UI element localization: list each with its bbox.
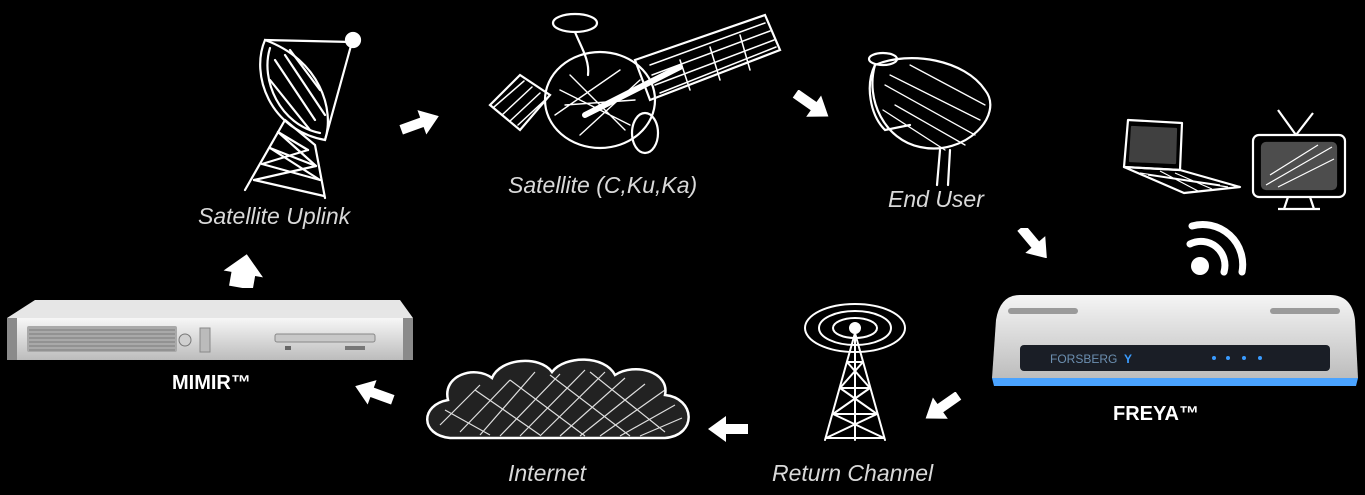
end-user-label: End User xyxy=(888,186,984,212)
satellite-label: Satellite (C,Ku,Ka) xyxy=(508,172,698,198)
arrow-mimir-to-uplink xyxy=(223,254,264,288)
svg-text:FORSBERG: FORSBERG xyxy=(1050,352,1117,366)
uplink-label: Satellite Uplink xyxy=(198,203,351,229)
tower-icon xyxy=(804,303,906,441)
arrow-return-channel-to-internet xyxy=(708,416,748,442)
satellite-icon xyxy=(488,12,782,155)
arrow-internet-to-mimir xyxy=(355,380,395,405)
arrow-end-user-to-freya xyxy=(1017,228,1047,258)
mimir-server-icon xyxy=(7,300,413,360)
freya-device-icon: FORSBERG Y xyxy=(992,295,1358,386)
internet-label: Internet xyxy=(508,460,586,486)
svg-text:Y: Y xyxy=(1124,352,1132,366)
laptop-icon xyxy=(1122,118,1242,195)
arrow-uplink-to-satellite xyxy=(399,110,439,135)
arrow-satellite-to-end-user xyxy=(792,90,829,117)
end-user-dish-icon xyxy=(867,51,992,187)
tv-icon xyxy=(1251,109,1347,211)
uplink-dish-icon xyxy=(243,31,362,200)
freya-label: FREYA™ xyxy=(1113,403,1199,425)
cloud-icon xyxy=(426,358,690,440)
return-channel-label: Return Channel xyxy=(772,460,934,486)
arrow-freya-to-return-channel xyxy=(925,392,962,419)
mimir-label: MIMIR™ xyxy=(172,372,251,394)
wifi-icon xyxy=(1186,221,1247,276)
